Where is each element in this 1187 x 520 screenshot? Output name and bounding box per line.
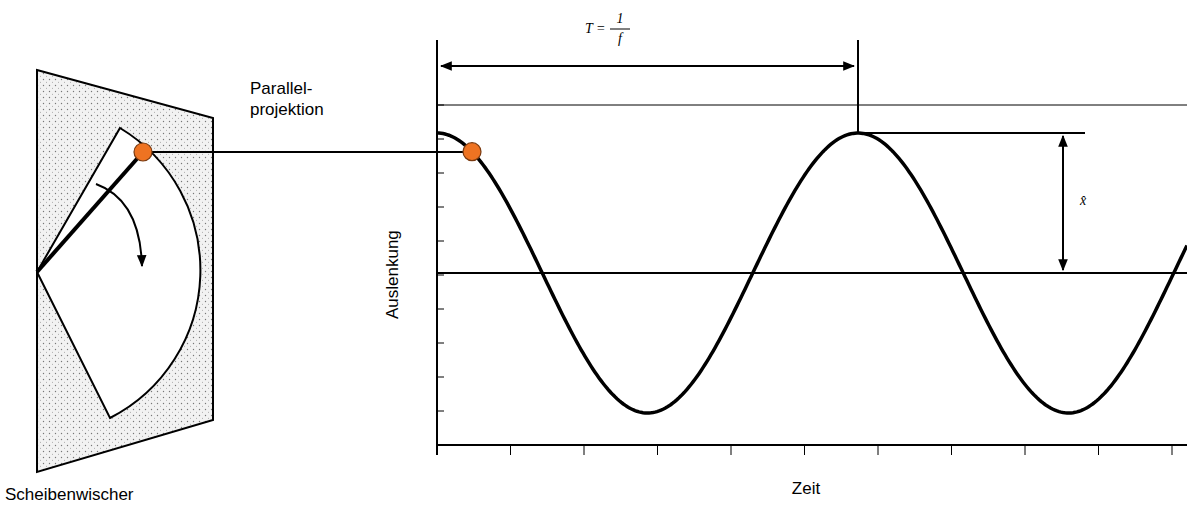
wiper-dot bbox=[134, 143, 152, 161]
part-name: Scheibenwischer bbox=[5, 484, 134, 505]
tick bbox=[437, 105, 444, 106]
amplitude-line bbox=[858, 132, 1085, 134]
windshield bbox=[37, 70, 213, 472]
formula: 1 bbox=[617, 10, 624, 28]
rotation-arrow bbox=[96, 184, 142, 266]
tick bbox=[878, 445, 879, 455]
zero-line bbox=[437, 272, 1187, 274]
wiper-sector bbox=[37, 128, 200, 418]
projection-label: Parallel- projektion bbox=[250, 78, 350, 121]
axis-title: Auslenkung bbox=[381, 231, 402, 320]
tick bbox=[731, 445, 732, 455]
fraction-bar bbox=[610, 29, 630, 30]
amplitude-symbol: x̂ bbox=[1080, 192, 1086, 210]
formula: T = bbox=[585, 20, 605, 38]
tick bbox=[437, 445, 438, 455]
tick bbox=[437, 377, 444, 378]
curve-dot bbox=[463, 143, 481, 161]
tick bbox=[437, 173, 444, 174]
amplitude-arrow bbox=[1062, 136, 1064, 270]
tick bbox=[584, 445, 585, 455]
axis-title: Zeit bbox=[792, 478, 820, 499]
tick bbox=[1025, 445, 1026, 455]
tick bbox=[510, 445, 511, 455]
formula: f bbox=[618, 30, 622, 48]
tick bbox=[657, 445, 658, 455]
period-arrow bbox=[441, 65, 854, 67]
tick bbox=[951, 445, 952, 455]
tick bbox=[437, 275, 444, 276]
tick bbox=[804, 445, 805, 455]
top-border bbox=[437, 105, 1187, 106]
tick bbox=[437, 343, 444, 344]
tick bbox=[437, 309, 444, 310]
y-axis bbox=[436, 40, 438, 455]
tick bbox=[437, 411, 444, 412]
tick bbox=[1098, 445, 1099, 455]
tick bbox=[437, 139, 444, 140]
tick bbox=[437, 207, 444, 208]
projection-line bbox=[143, 151, 472, 153]
sine-curve bbox=[437, 133, 1187, 413]
wiper-arm bbox=[37, 152, 143, 272]
tick bbox=[437, 241, 444, 242]
x-axis bbox=[437, 444, 1187, 446]
period-marker bbox=[857, 40, 859, 132]
tick bbox=[1172, 445, 1173, 455]
